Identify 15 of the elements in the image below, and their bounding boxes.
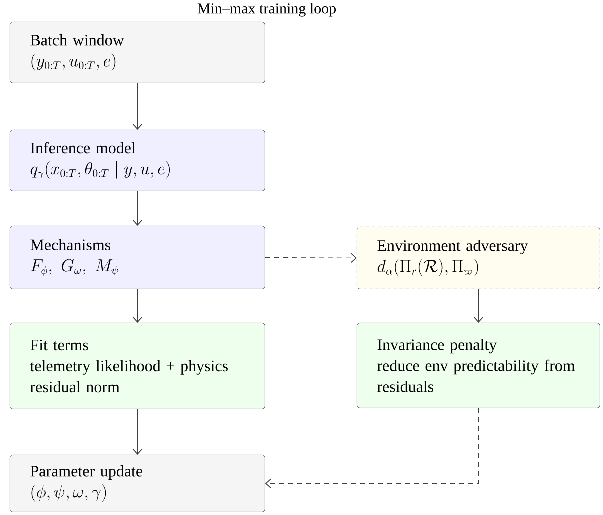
arrow <box>132 191 143 226</box>
arrow <box>132 289 143 323</box>
adversary-box: Environment adversary $d_\alpha(\Pi_r(\mathcal{R}), \Pi_\varpi)$ <box>357 227 600 290</box>
arrow <box>132 409 143 455</box>
arrow <box>132 83 143 130</box>
input-box: Batch window $(y_{0:T}, u_{0:T}, e)$ <box>10 22 266 84</box>
arrow <box>265 253 357 264</box>
penalty-box: Invariance penalty reduce env predictability from residuals <box>357 323 600 408</box>
loss-box: Fit terms telemetry likelihood + physics residual norm <box>10 323 266 410</box>
update-box: Parameter update $(\phi, \psi, \omega, \gamma)$ <box>10 455 266 512</box>
arrow <box>265 408 479 489</box>
diagram-title: Min–max training loop <box>198 3 336 17</box>
model-box: Inference model $q_\gamma(x_{0:T}, \theta_{0:T} \mid y, u, e)$ <box>10 130 266 192</box>
arrow <box>474 289 484 323</box>
process-box: Mechanisms $F_\phi,\ G_\omega,\ M_\psi$ <box>10 226 266 290</box>
